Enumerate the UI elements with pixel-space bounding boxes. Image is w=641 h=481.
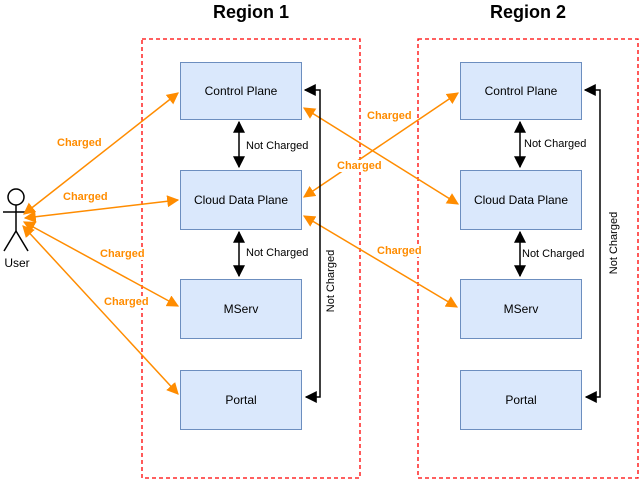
edge-user-r1-portal [22, 225, 179, 395]
edge-label-not-charged-r2-control-cloud: Not Charged [523, 138, 588, 150]
node-region1-control-plane: Control Plane [180, 62, 302, 120]
edge-user-r1-mserv [22, 221, 180, 307]
node-region2-control-plane: Control Plane [460, 62, 582, 120]
node-region2-mserv: MServ [460, 279, 582, 339]
node-region1-mserv: MServ [180, 279, 302, 339]
edge-label-charged-r1-cloud-data-plane-r2-mserv: Charged [376, 245, 423, 257]
edge-label-charged-user-r1-mserv: Charged [99, 248, 146, 260]
node-region1-portal: Portal [180, 370, 302, 430]
edge-label-charged-r1-control-plane-r2-cloud-data-plane: Charged [336, 160, 383, 172]
node-region2-cloud-data-plane: Cloud Data Plane [460, 170, 582, 230]
edge-r1-cloud-data-plane-r2-mserv [302, 215, 459, 308]
edge-label-not-charged-r1-cloud-mserv: Not Charged [245, 247, 310, 259]
edge-user-r1-control-plane [23, 92, 179, 215]
node-region1-cloud-data-plane: Cloud Data Plane [180, 170, 302, 230]
edge-label-not-charged-r2-control-portal: Not Charged [608, 210, 620, 276]
edge-label-not-charged-r2-cloud-mserv: Not Charged [521, 248, 586, 260]
edge-r1-control-plane-portal [303, 84, 321, 403]
user-actor-figure [3, 188, 29, 252]
edge-label-charged-user-r1-portal: Charged [103, 296, 150, 308]
edge-label-charged-r1-cloud-data-plane-r2-control-plane: Charged [366, 110, 413, 122]
edge-r2-control-plane-portal [583, 84, 601, 403]
node-region2-portal: Portal [460, 370, 582, 430]
edge-label-charged-user-r1-cloud-data-plane: Charged [62, 191, 109, 203]
region1-title: Region 1 [212, 2, 289, 22]
edge-label-charged-user-r1-control-plane: Charged [56, 137, 103, 149]
edge-r1-control-plane-r2-cloud-data-plane [302, 107, 460, 205]
edge-label-not-charged-r1-control-cloud: Not Charged [245, 140, 310, 152]
edge-r1-cloud-data-plane-r2-control-plane [303, 92, 459, 198]
user-actor-label: User [4, 256, 30, 270]
edge-user-r1-cloud-data-plane [23, 195, 180, 223]
region2-title: Region 2 [489, 2, 566, 22]
edge-label-not-charged-r1-control-portal: Not Charged [325, 248, 337, 314]
